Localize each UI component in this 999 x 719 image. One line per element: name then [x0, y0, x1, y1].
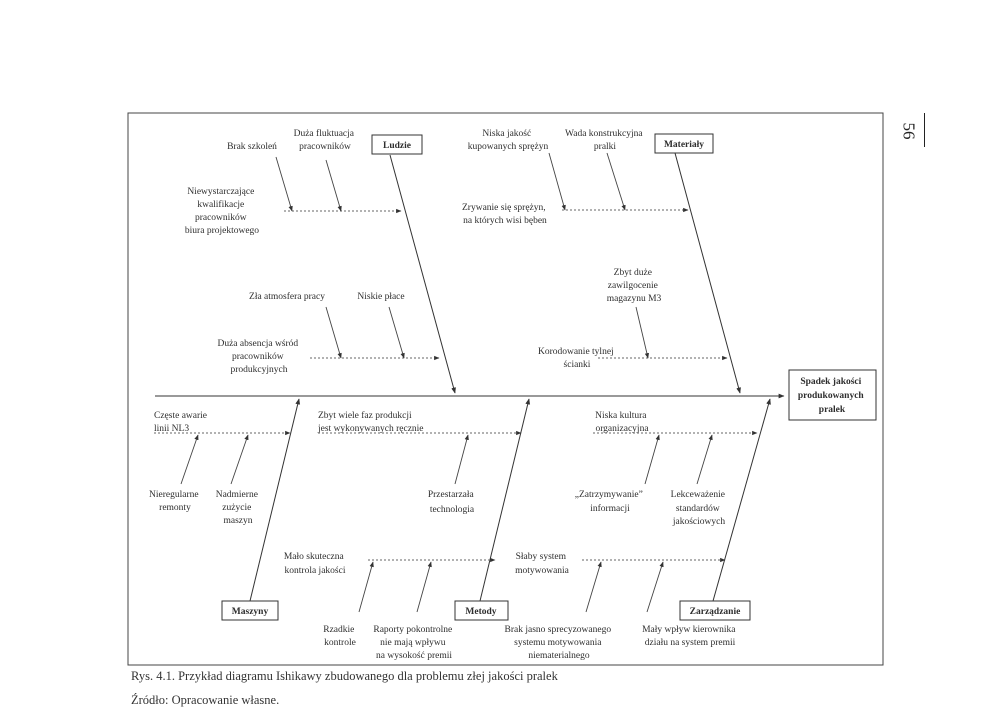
arrow-zuzycie: [230, 434, 249, 485]
cause-awarie: Częste awarie linii NL3: [154, 411, 209, 434]
cause-zrywanie: Zrywanie się sprężyn, na których wisi bę…: [462, 203, 548, 226]
cause-kultura: Niska kultura organizacyjna: [595, 411, 649, 434]
bone-materialy: [674, 152, 741, 394]
category-maszyny: Maszyny: [232, 607, 269, 617]
arrow-zatrzymywanie: [644, 434, 660, 485]
cause-raporty: Raporty pokontrolne nie mają wpływu na w…: [373, 625, 454, 661]
category-materialy: Materiały: [664, 140, 704, 150]
cause-technologia: Przestarzała technologia: [428, 490, 476, 515]
cause-rzadkie: Rzadkie kontrole: [323, 625, 357, 648]
cause-zatrzymywanie: „Zatrzymywanie” informacji: [575, 490, 645, 514]
category-zarzadzanie: Zarządzanie: [690, 607, 741, 617]
cause-absencja: Duża absencja wśród pracowników produkcy…: [217, 339, 300, 375]
cause-zawilgocenie: Zbyt duże zawilgocenie magazynu M3: [607, 268, 662, 304]
arrow-lekcewazenie: [696, 434, 713, 485]
arrow-jakosc-sprezyn: [548, 152, 566, 211]
cause-motywowanie: Słaby system motywowania: [515, 552, 570, 576]
cause-atmosfera: Zła atmosfera pracy: [249, 291, 325, 302]
cause-jakosc-sprezyn: Niska jakość kupowanych sprężyn: [468, 129, 549, 152]
category-metody: Metody: [465, 607, 496, 617]
arrow-wplyw: [646, 561, 664, 613]
cause-fluktuacja: Duża fluktuacja pracowników: [294, 128, 357, 152]
cause-wada: Wada konstrukcyjna pralki: [565, 129, 645, 152]
bone-maszyny: [249, 398, 301, 602]
cause-lekcewazenie: Lekceważenie standardów jakościowych: [671, 490, 728, 527]
page-number-text: 56: [899, 122, 919, 140]
arrow-brak-systemu: [585, 561, 602, 613]
cause-brak-szkolen: Brak szkoleń: [227, 142, 277, 152]
bone-ludzie: [389, 154, 456, 394]
cause-fazy: Zbyt wiele faz produkcji jest wykonywany…: [317, 410, 424, 434]
arrow-place: [388, 306, 405, 359]
page-number: 56: [899, 113, 925, 147]
cause-kontrola: Mało skuteczna kontrola jakości: [284, 552, 346, 576]
cause-brak-systemu: Brak jasno sprecyzowanego systemu motywo…: [505, 625, 614, 661]
cause-zuzycie: Nadmierne zużycie maszyn: [216, 490, 261, 526]
cause-wplyw: Mały wpływ kierownika działu na system p…: [642, 625, 738, 648]
cause-remonty: Nieregularne remonty: [149, 490, 201, 513]
effect-label: Spadek jakości produkowanych pralek: [798, 377, 866, 415]
bone-zarzadzanie: [712, 398, 771, 602]
category-ludzie: Ludzie: [383, 141, 411, 151]
arrow-technologia: [454, 434, 469, 485]
cause-place: Niskie płace: [357, 292, 404, 302]
figure-caption: Rys. 4.1. Przykład diagramu Ishikawy zbu…: [131, 669, 558, 683]
arrow-rzadkie: [358, 561, 374, 613]
diagram-frame: [127, 112, 884, 666]
cause-korodowanie: Korodowanie tylnej ścianki: [538, 347, 616, 370]
cause-kwalifikacje: Niewystarczające kwalifikacje pracownikó…: [185, 187, 259, 236]
arrow-brak-szkolen: [275, 156, 293, 212]
arrow-raporty: [416, 561, 432, 613]
arrow-zawilgocenie: [635, 306, 649, 359]
arrow-fluktuacja: [325, 159, 342, 212]
arrow-atmosfera: [325, 306, 342, 359]
figure-source: Źródło: Opracowanie własne.: [131, 693, 280, 707]
arrow-remonty: [180, 434, 199, 485]
arrow-wada: [606, 152, 626, 211]
